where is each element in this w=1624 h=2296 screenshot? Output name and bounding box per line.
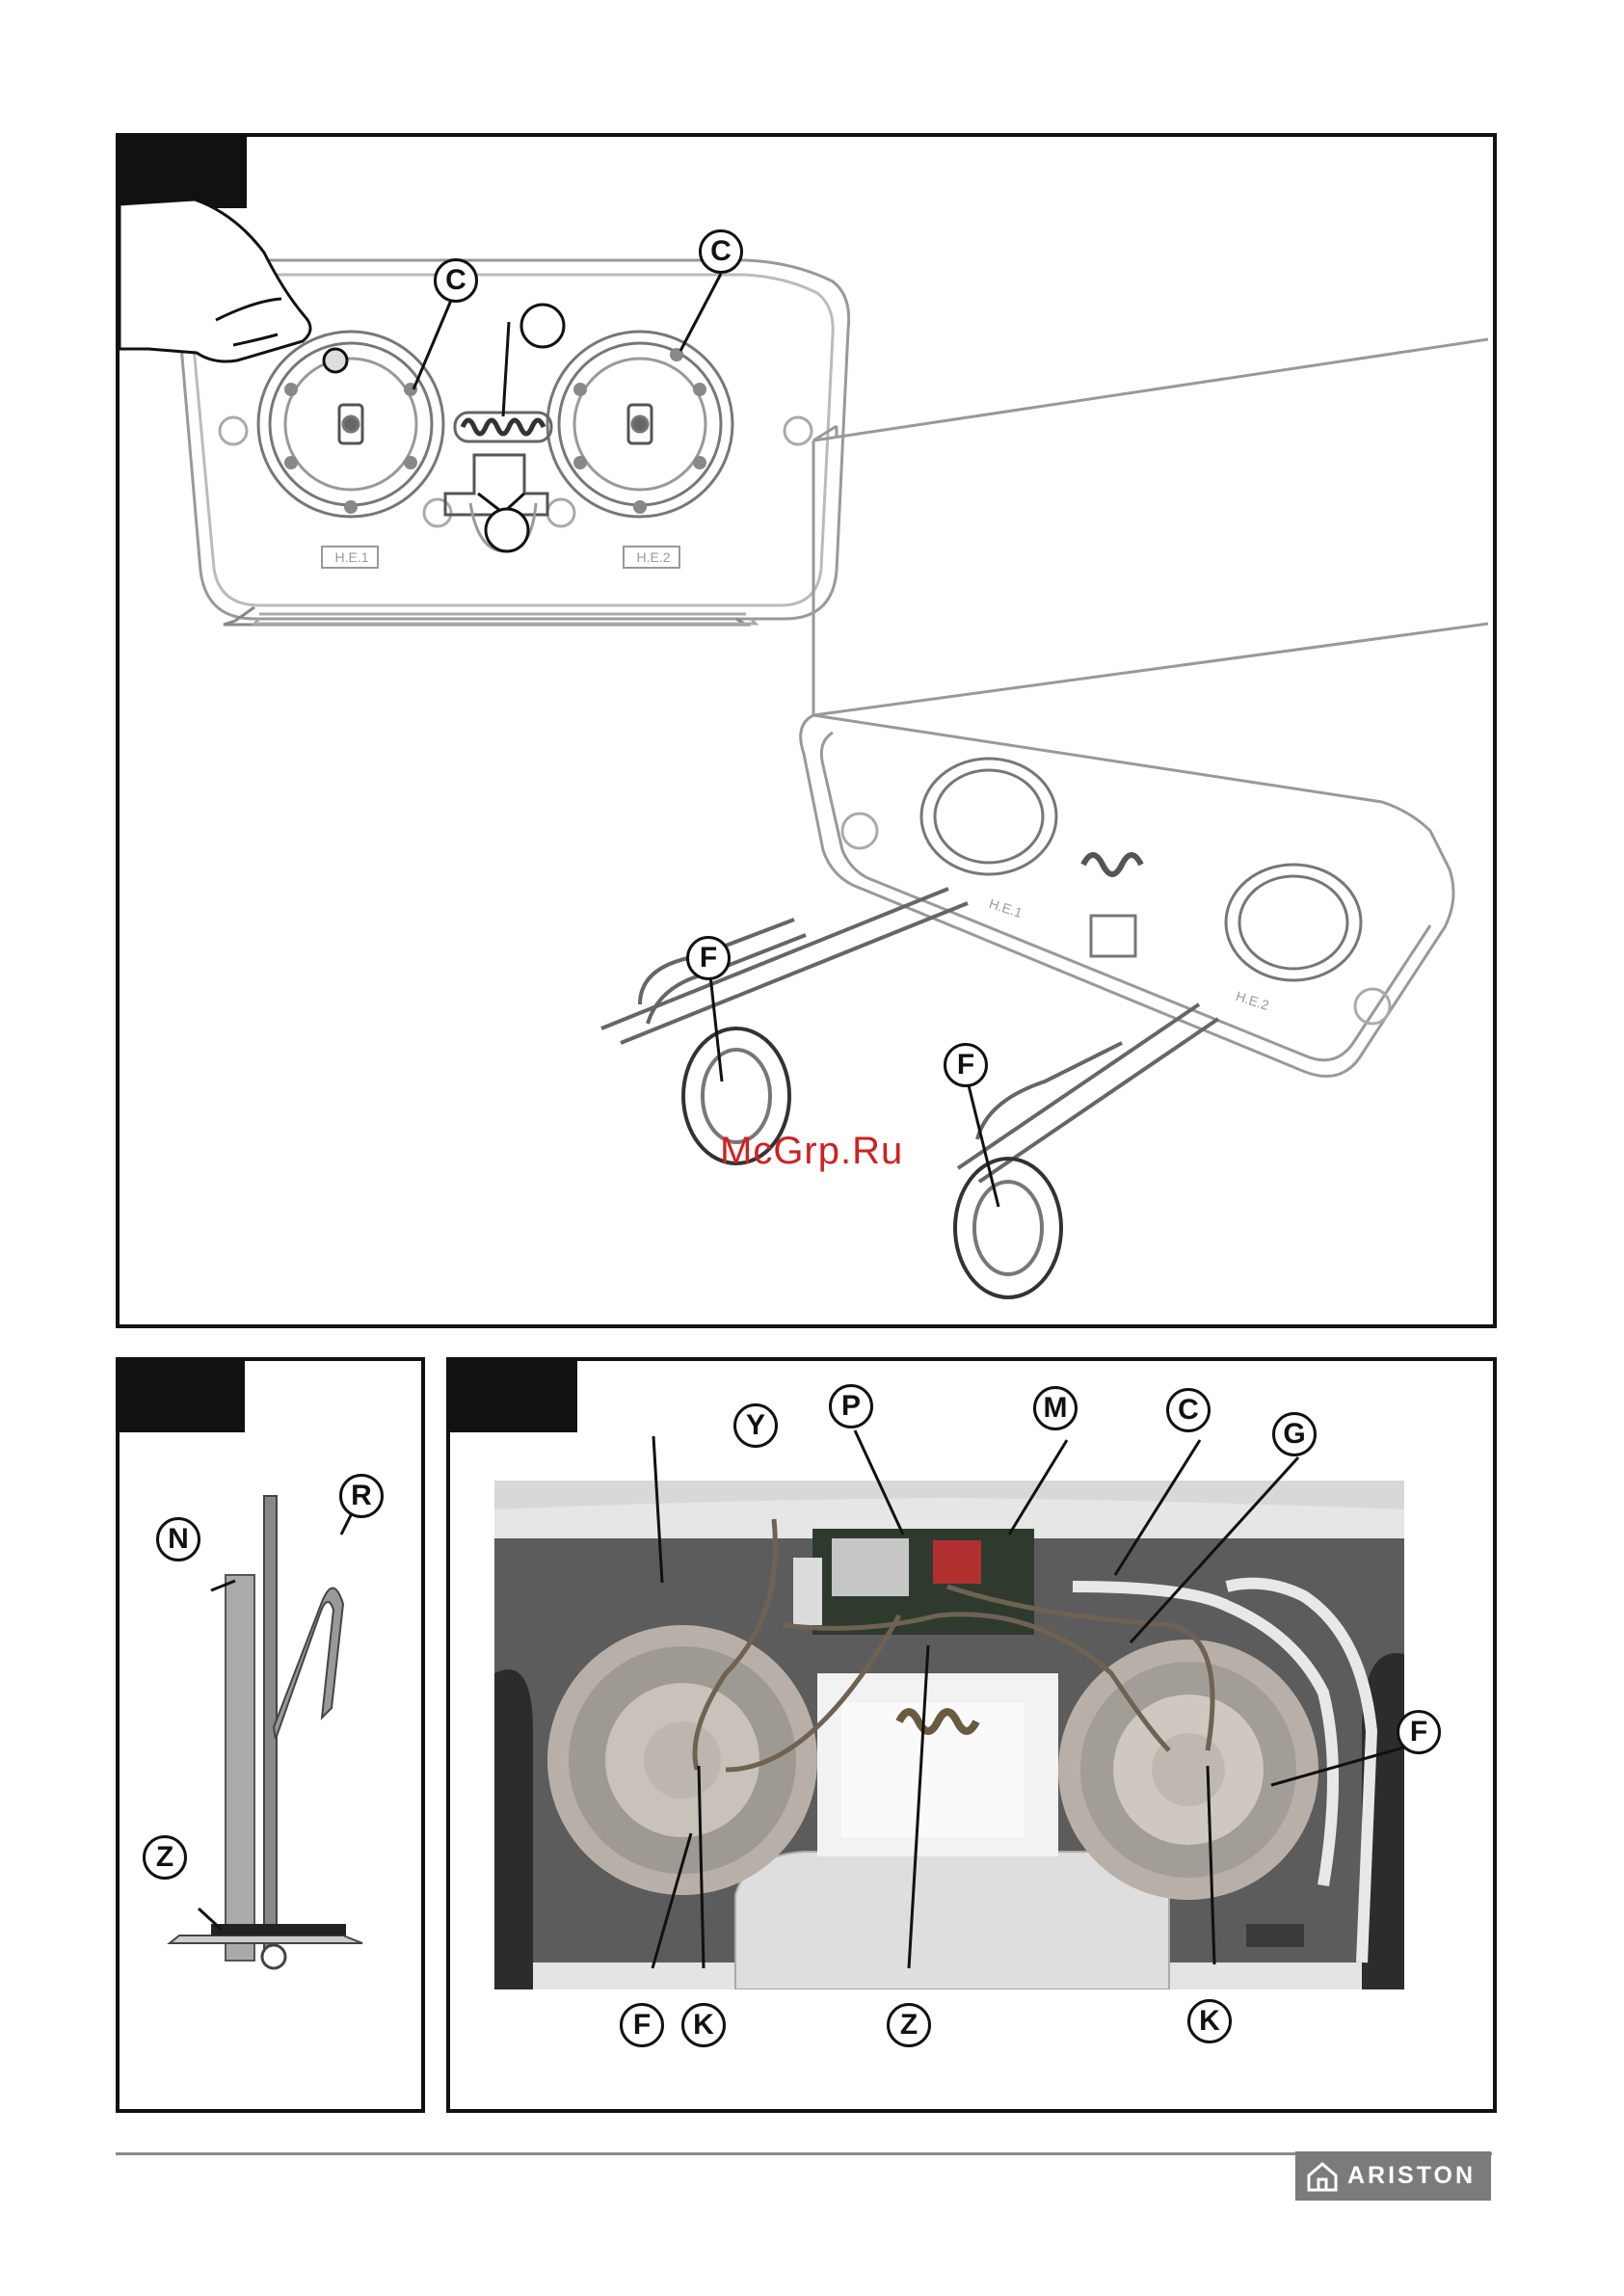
house-icon — [1305, 2159, 1340, 2194]
callout-f-bottom: F — [620, 2003, 664, 2047]
anode-heating-element-diagram — [120, 1361, 421, 2109]
callout-z: Z — [887, 2003, 931, 2047]
figure-panel-bottom-right: Y P M C G F F K Z K — [446, 1357, 1497, 2113]
callout-n: N — [156, 1517, 200, 1562]
callout-r: R — [339, 1474, 384, 1518]
callout-f-top: F — [1397, 1710, 1441, 1754]
figure-panel-top: H.E.1 H.E.2 H.E.1 H.E.2 C C F F McGrp.Ru — [116, 133, 1497, 1328]
footer-rule — [116, 2152, 1492, 2155]
callout-m: M — [1033, 1386, 1078, 1430]
brand-name: ARISTON — [1347, 2162, 1476, 2190]
figure-number-tab — [450, 1361, 577, 1432]
callout-k-left: K — [681, 2003, 726, 2047]
callout-f-left: F — [686, 936, 731, 980]
control-unit-photo — [494, 1481, 1404, 1989]
watermark-text: McGrp.Ru — [720, 1130, 903, 1173]
brand-logo: ARISTON — [1295, 2151, 1491, 2201]
callout-c: C — [1166, 1388, 1211, 1432]
callout-z: Z — [143, 1835, 187, 1880]
callout-f-right: F — [944, 1043, 988, 1087]
callout-k-right: K — [1187, 1999, 1232, 2043]
he2-label: H.E.2 — [626, 547, 680, 568]
figure-panel-bottom-left: N R Z — [116, 1357, 425, 2113]
callout-p: P — [829, 1384, 873, 1428]
callout-y: Y — [733, 1403, 778, 1448]
photo-illustration — [494, 1481, 1404, 1989]
callout-c-left: C — [434, 258, 478, 303]
he1-label: H.E.1 — [325, 547, 379, 568]
callout-g: G — [1272, 1412, 1317, 1456]
callout-c-right: C — [699, 229, 743, 274]
